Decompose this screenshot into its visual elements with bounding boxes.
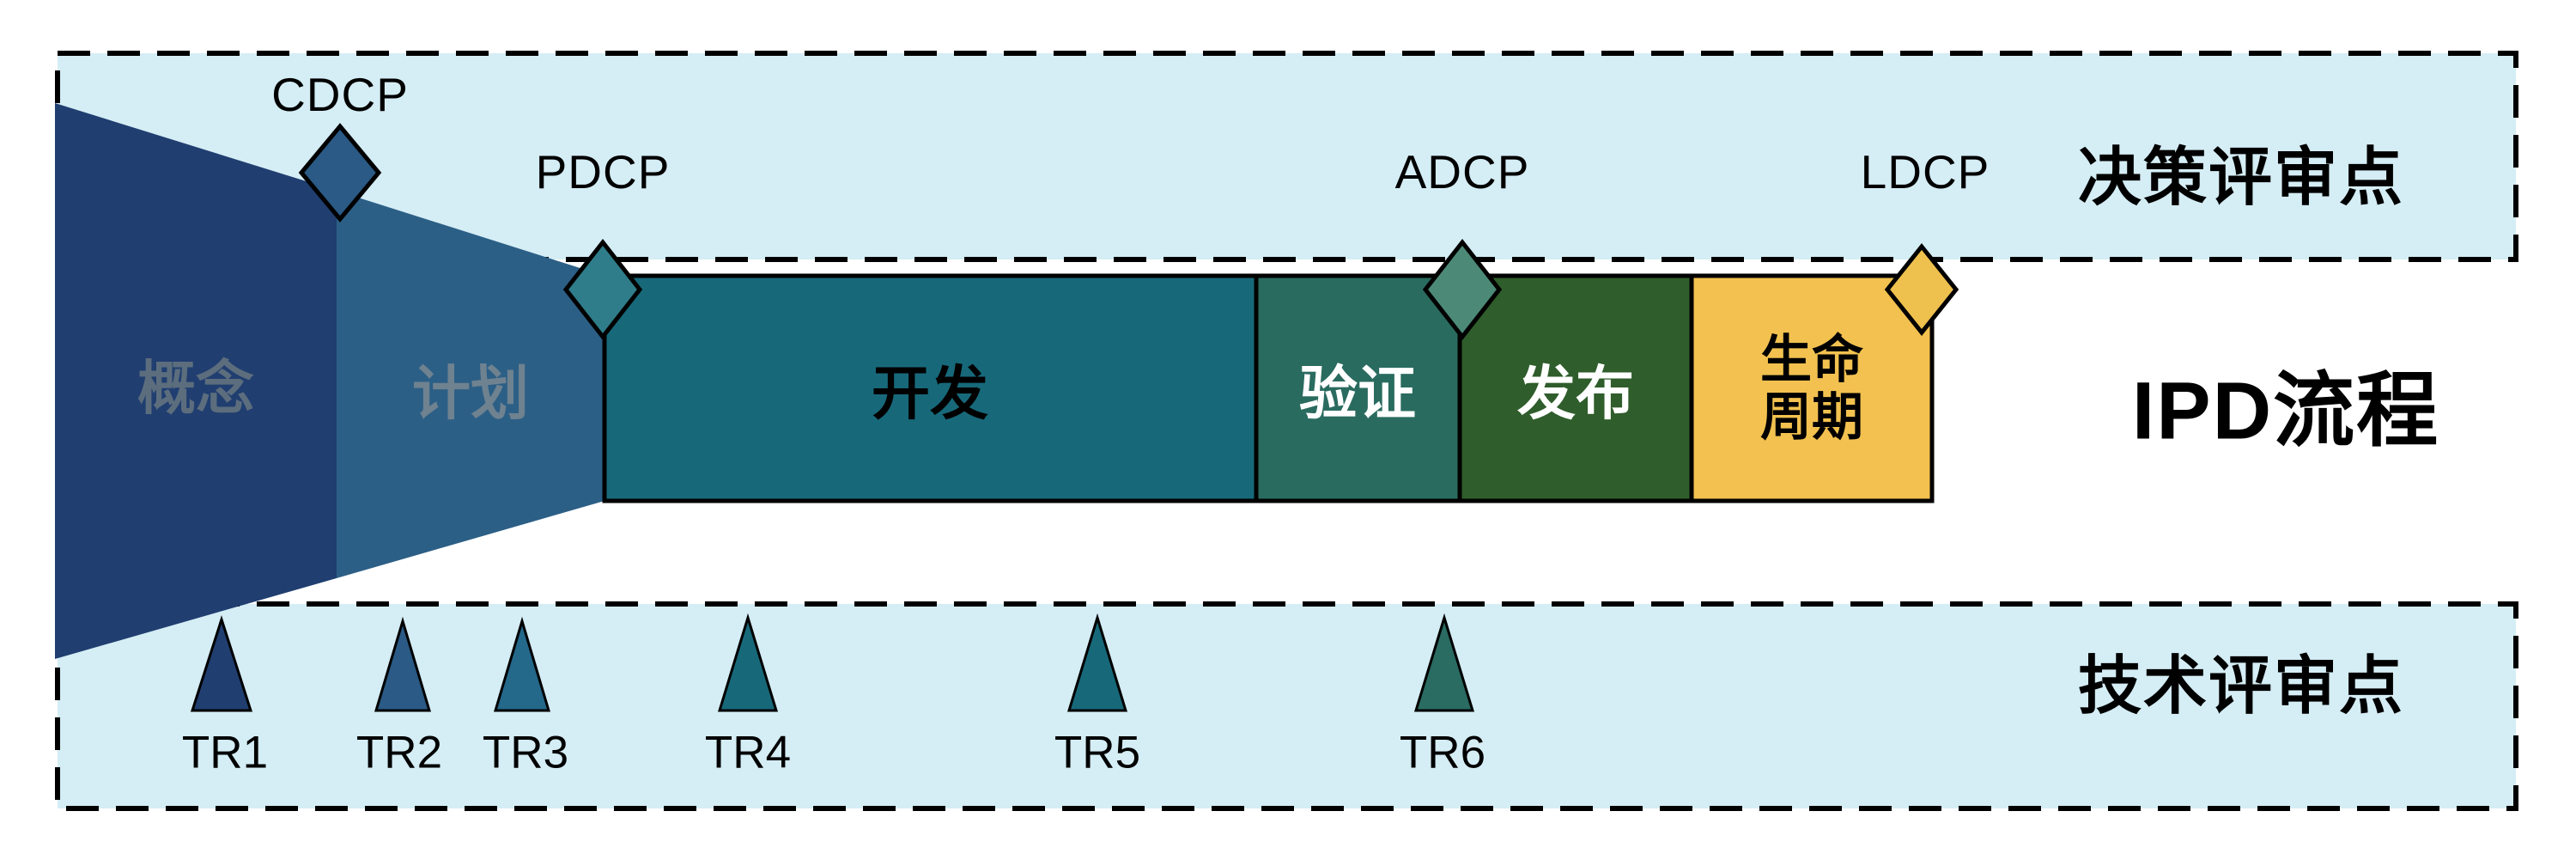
adcp-label: ADCP bbox=[1394, 145, 1530, 198]
phase-lifecycle-shape bbox=[1689, 273, 1935, 503]
tr5-label: TR5 bbox=[1054, 727, 1141, 778]
phase-verify-shape bbox=[1254, 273, 1462, 503]
tr2-label: TR2 bbox=[355, 727, 443, 778]
phase-plan-shape bbox=[337, 191, 605, 578]
tr3-label: TR3 bbox=[482, 727, 569, 778]
tr3-triangle bbox=[493, 616, 551, 712]
phase-release-label: 发布 bbox=[1516, 361, 1635, 427]
phase-concept-label: 概念 bbox=[137, 356, 255, 422]
phase-develop-label: 开发 bbox=[871, 361, 989, 427]
ipd-process-title: IPD流程 bbox=[2131, 365, 2440, 457]
decision-review-band bbox=[55, 51, 2518, 262]
tr5-triangle bbox=[1066, 613, 1128, 712]
pdcp-diamond bbox=[562, 238, 643, 341]
tr6-triangle bbox=[1413, 613, 1475, 712]
pdcp-label: PDCP bbox=[535, 145, 671, 198]
phase-lifecycle-label: 生命 周期 bbox=[1760, 331, 1863, 446]
ldcp-diamond bbox=[1884, 242, 1959, 337]
phase-concept-shape bbox=[55, 103, 337, 659]
decision-review-title: 决策评审点 bbox=[2078, 141, 2404, 213]
phase-verify-label: 验证 bbox=[1298, 361, 1417, 427]
tr1-triangle bbox=[190, 615, 253, 712]
tr2-triangle bbox=[374, 616, 432, 712]
tr4-label: TR4 bbox=[704, 727, 792, 778]
tr1-label: TR1 bbox=[181, 727, 269, 778]
phase-lifecycle-label-line2: 周期 bbox=[1760, 388, 1863, 446]
tr4-triangle bbox=[717, 613, 779, 712]
technical-review-band bbox=[55, 601, 2518, 811]
adcp-diamond bbox=[1422, 238, 1503, 341]
tr6-label: TR6 bbox=[1399, 727, 1486, 778]
phase-plan-label: 计划 bbox=[411, 361, 530, 427]
technical-review-title: 技术评审点 bbox=[2078, 650, 2404, 722]
phase-develop-shape bbox=[602, 273, 1259, 503]
ldcp-label: LDCP bbox=[1860, 145, 1990, 198]
cdcp-label: CDCP bbox=[271, 68, 409, 121]
phase-lifecycle-label-line1: 生命 bbox=[1760, 330, 1863, 388]
cdcp-diamond bbox=[298, 123, 382, 223]
